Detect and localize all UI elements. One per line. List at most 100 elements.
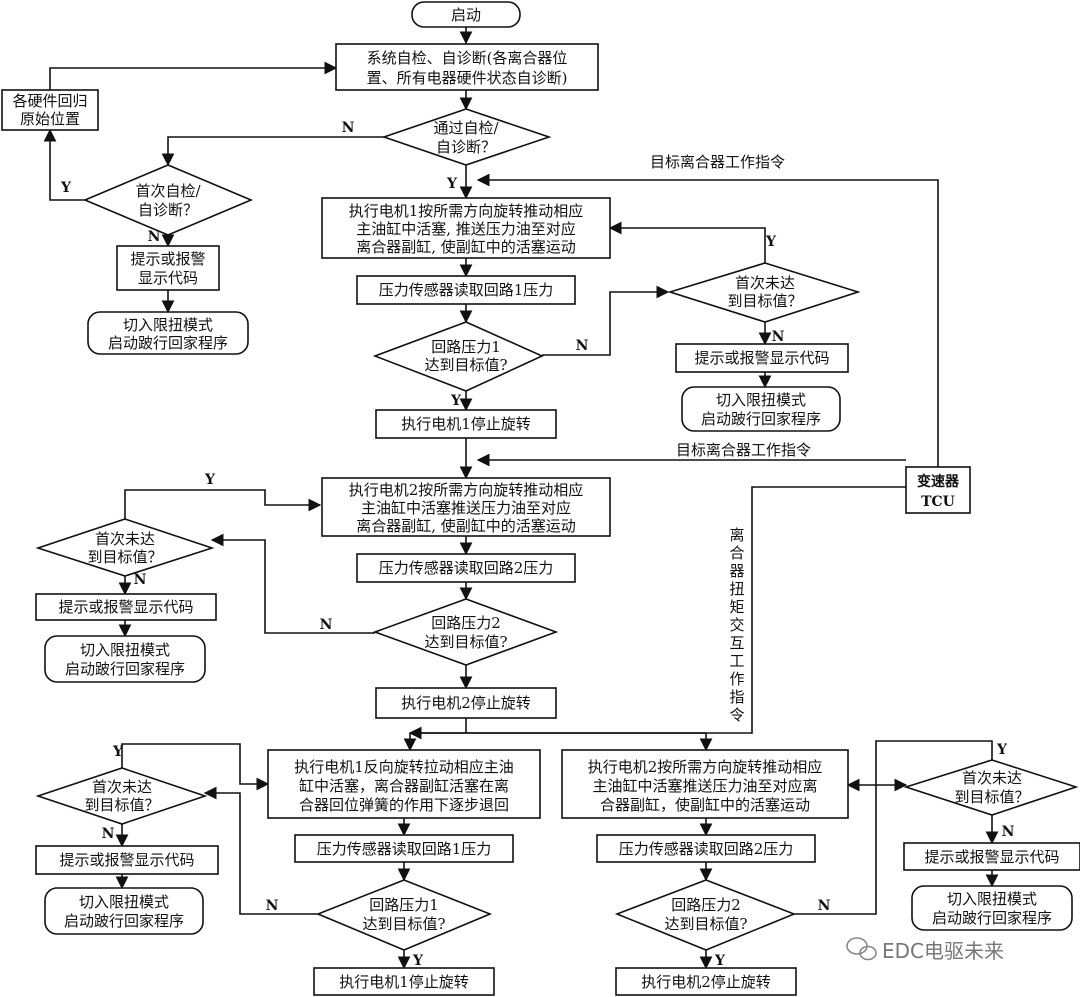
pressure2-decision-bottom: 回路压力2 达到目标值? — [614, 879, 797, 951]
pass-check-decision: 通过自检/ 自诊断？ — [381, 108, 552, 166]
pressure1-line-2: 达到目标值? — [424, 356, 507, 374]
label-no: N — [102, 826, 115, 842]
motor2-push-line-3: 离合器副缸, 使副缸中的活塞运动 — [356, 517, 576, 535]
limp-line-2: 启动跛行回家程序 — [932, 909, 1052, 927]
motor1-reverse-line-2: 缸中活塞，离合器副缸活塞在离 — [299, 777, 509, 795]
limp-line-1: 切入限扭模式 — [716, 391, 806, 409]
torque-cmd-char: 作 — [729, 670, 744, 688]
label-yes: Y — [204, 472, 216, 488]
motor2-push-line-1: 执行电机2按所需方向旋转推动相应 — [349, 481, 584, 499]
start-terminal: 启动 — [411, 1, 521, 28]
label-yes: Y — [112, 744, 124, 760]
motor1-push-line-3: 离合器副缸, 使副缸中的活塞运动 — [356, 238, 576, 256]
motor1-push-line-1: 执行电机1按所需方向旋转推动相应 — [349, 202, 584, 220]
pressure1-decision-bottom: 回路压力1 达到目标值? — [315, 879, 493, 951]
stop2-box-middle: 执行电机2停止旋转 — [375, 687, 557, 719]
first-not-reached-line-2: 到目标值？ — [87, 548, 162, 566]
label-yes: Y — [765, 234, 777, 250]
alarm-label: 提示或报警显示代码 — [59, 851, 194, 869]
stop1-box-top: 执行电机1停止旋转 — [375, 409, 557, 439]
sensor2-label: 压力传感器读取回路2压力 — [619, 840, 794, 858]
pass-check-line-1: 通过自检/ — [433, 119, 499, 137]
pressure2-line-2: 达到目标值? — [664, 915, 747, 933]
first-not-reached-decision-bottom-left: 首次未达 到目标值？ — [35, 767, 208, 825]
label-no: N — [148, 229, 161, 245]
first-not-reached-line-1: 首次未达 — [962, 769, 1022, 787]
sensor1-box: 压力传感器读取回路1压力 — [356, 275, 576, 305]
motor2-push-b-line-3: 合器副缸，使副缸中的活塞运动 — [600, 796, 810, 814]
limp-line-2: 启动跛行回家程序 — [108, 334, 228, 352]
first-check-line-2: 自诊断？ — [138, 201, 198, 219]
self-check-line-2: 置、所有电器硬件状态自诊断) — [367, 69, 568, 87]
self-check-box: 系统自检、自诊断(各离合器位 置、所有电器硬件状态自诊断) — [335, 43, 599, 91]
limp-line-1: 切入限扭模式 — [80, 641, 170, 659]
pressure2-line-2: 达到目标值? — [424, 633, 507, 651]
tcu-line-2: TCU — [921, 494, 955, 510]
pressure2-decision: 回路压力2 达到目标值? — [372, 598, 559, 666]
first-not-reached-line-1: 首次未达 — [92, 778, 152, 796]
torque-cmd-char: 矩 — [729, 598, 744, 616]
sensor2-box-bottom: 压力传感器读取回路2压力 — [596, 834, 816, 863]
first-not-reached-line-2: 到目标值？ — [727, 292, 802, 310]
motor2-push-box: 执行电机2按所需方向旋转推动相应 主油缸中活塞推送压力油至对应 离合器副缸, 使… — [321, 477, 611, 537]
edge-labels: N Y Y N N Y Y N Y N N Y N N Y Y N N Y — [60, 120, 1015, 969]
pressure1-line-1: 回路压力1 — [431, 338, 501, 356]
label-no: N — [134, 572, 147, 588]
torque-cmd-char: 令 — [729, 706, 744, 724]
first-not-reached-decision-bottom-right: 首次未达 到目标值？ — [903, 759, 1079, 816]
label-no: N — [1002, 824, 1015, 840]
first-not-reached-line-1: 首次未达 — [735, 274, 795, 292]
label-yes: Y — [714, 953, 726, 969]
label-no: N — [772, 329, 785, 345]
first-not-reached-line-2: 到目标值？ — [84, 796, 159, 814]
alarm-label: 提示或报警显示代码 — [924, 848, 1059, 866]
first-not-reached-decision-top-right: 首次未达 到目标值？ — [667, 262, 861, 323]
limp-line-2: 启动跛行回家程序 — [64, 912, 184, 930]
first-not-reached-line-2: 到目标值？ — [954, 788, 1029, 806]
torque-cmd-char: 工 — [729, 652, 744, 670]
limp-box-bottom-right: 切入限扭模式 启动跛行回家程序 — [911, 885, 1073, 931]
motor1-reverse-box: 执行电机1反向旋转拉动相应主油 缸中活塞，离合器副缸活塞在离 合器回位弹簧的作用… — [267, 749, 541, 819]
alarm-line-1: 提示或报警 — [130, 250, 205, 268]
stop2-label: 执行电机2停止旋转 — [401, 694, 531, 712]
limp-box-middle-left: 切入限扭模式 启动跛行回家程序 — [44, 635, 206, 683]
reset-box: 各硬件回归 原始位置 — [1, 89, 99, 131]
motor1-push-box: 执行电机1按所需方向旋转推动相应 主油缸中活塞, 推送压力油至对应 离合器副缸,… — [321, 197, 611, 259]
limp-line-1: 切入限扭模式 — [947, 890, 1037, 908]
connector-lines — [43, 26, 999, 970]
label-yes: Y — [996, 742, 1008, 758]
motor2-push-b-line-1: 执行电机2按所需方向旋转推动相应 — [588, 758, 823, 776]
label-yes: Y — [446, 176, 458, 192]
torque-cmd-char: 交 — [729, 616, 744, 634]
pressure2-line-1: 回路压力2 — [671, 896, 741, 914]
reset-line-2: 原始位置 — [20, 110, 80, 128]
first-not-reached-line-1: 首次未达 — [95, 530, 155, 548]
motor1-reverse-line-3: 合器回位弹簧的作用下逐步退回 — [299, 796, 509, 814]
limp-line-1: 切入限扭模式 — [123, 316, 213, 334]
first-check-line-1: 首次自检/ — [135, 182, 201, 200]
motor1-reverse-line-1: 执行电机1反向旋转拉动相应主油 — [294, 758, 514, 776]
alarm-box-middle-left: 提示或报警显示代码 — [35, 593, 217, 621]
wechat-icon — [846, 937, 877, 961]
watermark-text: EDC电驱未来 — [882, 939, 1004, 963]
label-yes: Y — [60, 180, 72, 196]
motor1-push-line-2: 主油缸中活塞, 推送压力油至对应 — [356, 220, 576, 238]
label-no: N — [266, 898, 279, 914]
target-clutch-command-note: 目标离合器工作指令 — [676, 441, 811, 459]
alarm-line-2: 显示代码 — [138, 269, 198, 287]
torque-cmd-char: 扭 — [729, 580, 744, 598]
alarm-box-top-right: 提示或报警显示代码 — [675, 343, 849, 373]
alarm-label: 提示或报警显示代码 — [694, 349, 829, 367]
motor2-push-b-line-2: 主油缸中活塞推送压力油至对应离 — [592, 777, 817, 795]
limp-line-2: 启动跛行回家程序 — [701, 410, 821, 428]
torque-cmd-char: 离 — [729, 526, 744, 544]
limp-line-1: 切入限扭模式 — [79, 893, 169, 911]
sensor1-label: 压力传感器读取回路1压力 — [317, 840, 492, 858]
label-no: N — [576, 338, 589, 354]
sensor1-label: 压力传感器读取回路1压力 — [379, 281, 554, 299]
motor2-push-line-2: 主油缸中活塞推送压力油至对应 — [361, 499, 571, 517]
torque-cmd-char: 指 — [729, 688, 744, 706]
limp-box-bottom-left: 切入限扭模式 启动跛行回家程序 — [44, 887, 204, 935]
limp-line-2: 启动跛行回家程序 — [65, 660, 185, 678]
